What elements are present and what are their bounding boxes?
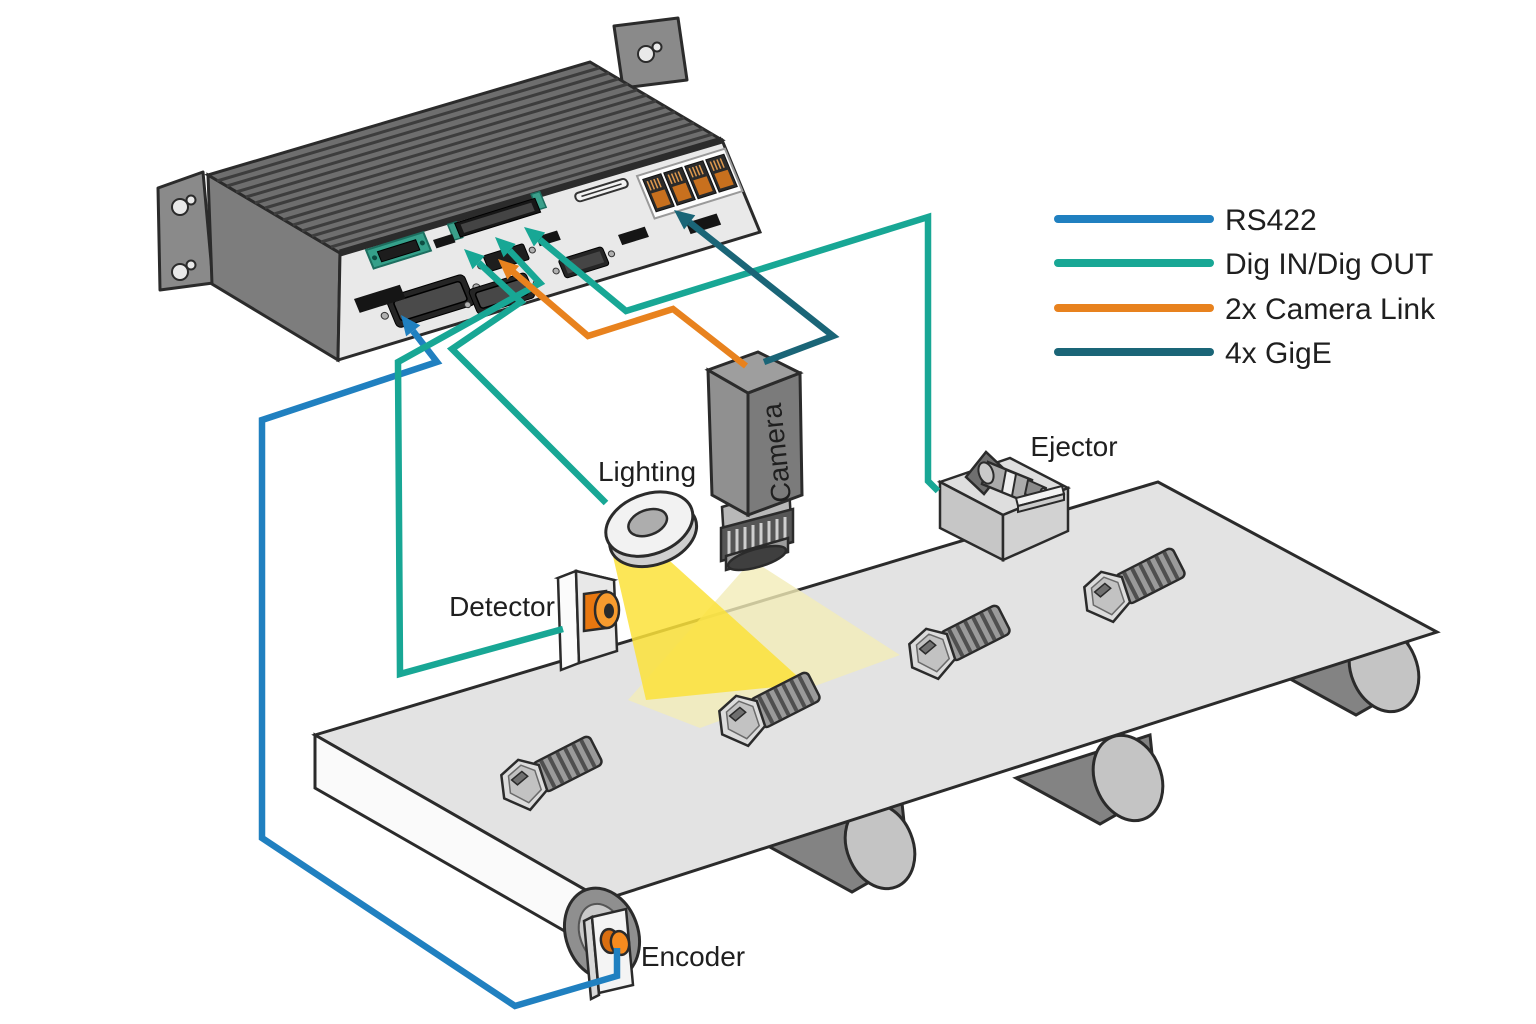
- encoder: [563, 886, 641, 1001]
- vent-slit: [574, 177, 629, 203]
- ejector: [936, 450, 1071, 563]
- legend-item-gige: 4x GigE: [1054, 337, 1332, 370]
- legend-item-dig: Dig IN/Dig OUT: [1054, 248, 1433, 281]
- ejector-cylinder-cap: [977, 461, 995, 485]
- device-labels: Lighting Detector Ejector Encoder: [449, 431, 1117, 972]
- camera-link-connector: [446, 190, 548, 242]
- cables: [258, 210, 941, 1010]
- lighting-label: Lighting: [598, 456, 696, 487]
- camera-lens-front: [726, 544, 788, 572]
- ejector-label: Ejector: [1030, 431, 1117, 462]
- rj45-jack: [684, 160, 717, 200]
- detector-sensor-aperture: [604, 603, 614, 619]
- box-heatsink-top: [204, 60, 726, 255]
- roller-2: [1012, 733, 1165, 826]
- ejector-rail-side: [1017, 492, 1065, 514]
- legend-label-rs422: RS422: [1225, 204, 1317, 237]
- arrowhead: [495, 237, 516, 258]
- camera-body-top: [704, 350, 804, 395]
- keyhole-slot: [171, 259, 197, 281]
- serial-port-green: [364, 230, 433, 270]
- legend-label-camera-link: 2x Camera Link: [1225, 293, 1436, 326]
- rj45-jack: [663, 166, 696, 206]
- slot: [618, 226, 649, 246]
- detector-label: Detector: [449, 591, 555, 622]
- gige-rj45-block: [635, 147, 744, 220]
- cable-dig-detector: [394, 237, 564, 679]
- legend-item-rs422: RS422: [1054, 204, 1317, 237]
- legend-label-gige: 4x GigE: [1225, 337, 1332, 370]
- keyhole-slot: [171, 194, 197, 216]
- slot: [354, 284, 406, 313]
- lighting-beam: [612, 543, 806, 700]
- cable-gige: [674, 210, 840, 366]
- mount-bracket-right: [612, 16, 689, 90]
- arrowhead: [401, 315, 421, 337]
- mount-bracket-left: [156, 170, 215, 292]
- cable-dig-lighting: [446, 249, 609, 506]
- cable-camera-link: [498, 259, 749, 369]
- legend-label-dig: Dig IN/Dig OUT: [1225, 248, 1433, 281]
- arrowhead: [674, 210, 696, 230]
- vision-controller: [156, 16, 763, 363]
- camera-focus-ring: [719, 507, 795, 563]
- arrowhead: [464, 249, 485, 270]
- encoder-plate-side: [582, 915, 601, 1001]
- cable-dig-ejector: [524, 212, 941, 494]
- rj45-jack: [642, 173, 675, 213]
- ejector-collar: [1000, 468, 1018, 498]
- lighting-ring: [604, 490, 699, 569]
- legend-item-camera-link: 2x Camera Link: [1054, 293, 1436, 326]
- legend: RS422 Dig IN/Dig OUT 2x Camera Link 4x G…: [1054, 204, 1436, 370]
- box-front-lip: [339, 136, 723, 257]
- encoder-label: Encoder: [641, 941, 745, 972]
- detector: [553, 569, 621, 672]
- camera-body-left: [706, 367, 750, 518]
- cable-rs422: [258, 315, 621, 1010]
- camera: Camera: [704, 350, 804, 572]
- light-beams: [612, 543, 900, 728]
- rj45-jack: [705, 153, 738, 193]
- arrowhead: [498, 259, 520, 280]
- slot: [433, 234, 456, 249]
- arrowhead: [524, 227, 546, 247]
- keyhole-slot: [637, 41, 663, 63]
